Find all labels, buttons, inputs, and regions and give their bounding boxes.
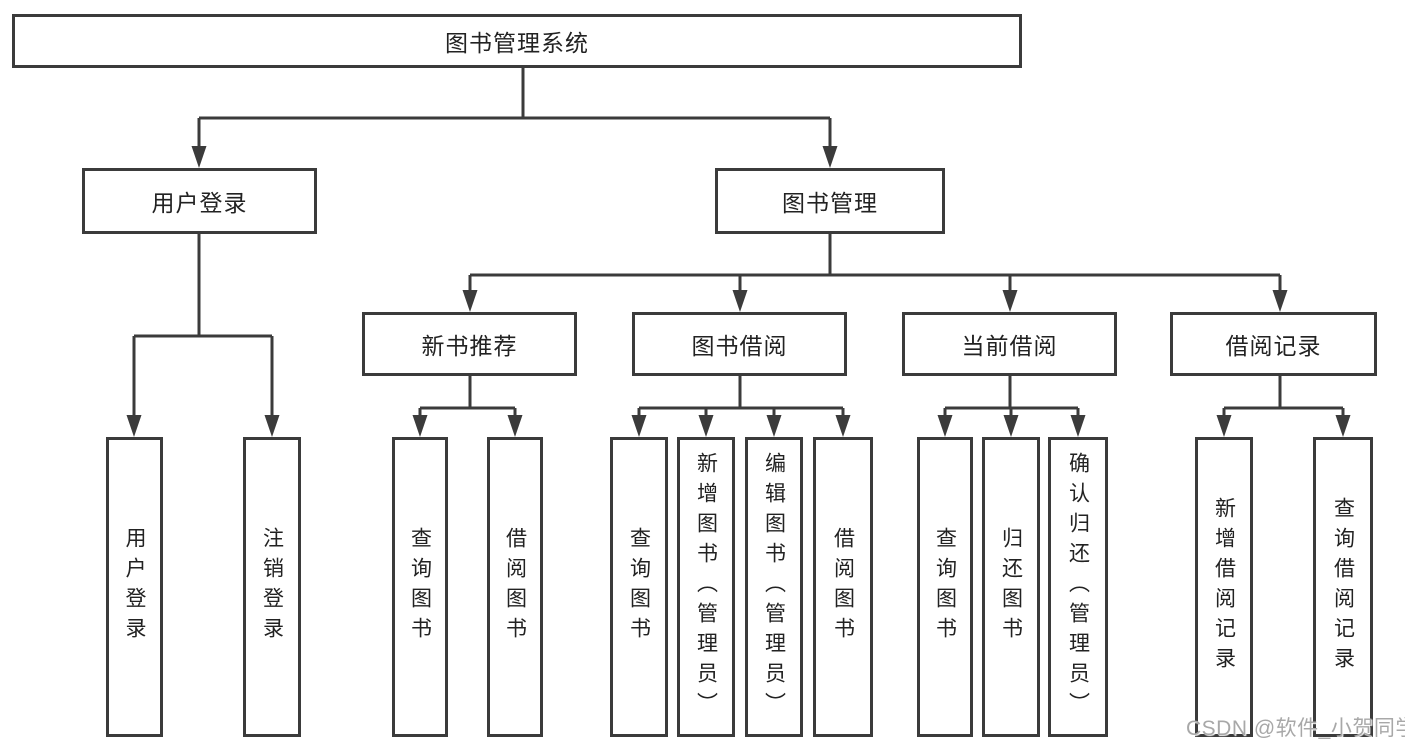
leaf-cb-query-books-label: 查询图书 [933, 527, 957, 647]
leaf-br-add-record: 新增借阅记录 [1195, 437, 1253, 737]
node-book-borrow-label: 图书借阅 [691, 333, 788, 359]
node-borrow-records-label: 借阅记录 [1225, 333, 1322, 359]
arrowheads-new-book-rec-group [412, 415, 523, 437]
arrowheads-book-borrow-group [631, 415, 851, 437]
node-current-borrow: 当前借阅 [902, 312, 1117, 376]
arrowheads-level3 [462, 290, 1288, 312]
leaf-rec-borrow-books: 借阅图书 [487, 437, 543, 737]
arrowheads-user-login-branch [126, 415, 280, 437]
node-current-borrow-label: 当前借阅 [961, 333, 1058, 359]
leaf-cb-return-books: 归还图书 [982, 437, 1040, 737]
leaf-logout-label: 注销登录 [260, 527, 284, 647]
leaf-bb-edit-books-admin-label: 编辑图书（管理员） [762, 452, 786, 722]
leaf-bb-query-books: 查询图书 [610, 437, 668, 737]
leaf-logout: 注销登录 [243, 437, 301, 737]
node-new-book-recommend: 新书推荐 [362, 312, 577, 376]
node-new-book-recommend-label: 新书推荐 [421, 333, 518, 359]
leaf-br-query-record-label: 查询借阅记录 [1331, 497, 1355, 677]
connector-book-mgmt-to-level3 [468, 234, 1282, 294]
node-book-management-label: 图书管理 [782, 190, 878, 216]
connector-current-borrow-group [943, 376, 1080, 419]
leaf-br-add-record-label: 新增借阅记录 [1212, 497, 1236, 677]
node-user-login-label: 用户登录 [151, 190, 248, 216]
leaf-bb-edit-books-admin: 编辑图书（管理员） [745, 437, 803, 737]
connector-book-borrow-group [637, 376, 845, 419]
node-borrow-records: 借阅记录 [1170, 312, 1377, 376]
arrowheads-borrow-records-group [1216, 415, 1351, 437]
arrowheads-current-borrow-group [937, 415, 1086, 437]
leaf-bb-add-books-admin-label: 新增图书（管理员） [694, 452, 718, 722]
leaf-cb-query-books: 查询图书 [917, 437, 973, 737]
leaf-br-query-record: 查询借阅记录 [1313, 437, 1373, 737]
node-root-system-label: 图书管理系统 [445, 30, 589, 56]
csdn-watermark: CSDN @软件_小贺同学 [1186, 717, 1405, 740]
leaf-user-login: 用户登录 [106, 437, 163, 737]
leaf-rec-borrow-books-label: 借阅图书 [503, 527, 527, 647]
leaf-bb-borrow-books-label: 借阅图书 [831, 527, 855, 647]
node-book-borrow: 图书借阅 [632, 312, 847, 376]
node-root-system: 图书管理系统 [12, 14, 1022, 68]
leaf-bb-query-books-label: 查询图书 [627, 527, 651, 647]
leaf-bb-borrow-books: 借阅图书 [813, 437, 873, 737]
leaf-cb-return-books-label: 归还图书 [999, 527, 1023, 647]
connector-root-to-level2 [197, 68, 832, 150]
leaf-rec-query-books: 查询图书 [392, 437, 448, 737]
leaf-rec-query-books-label: 查询图书 [408, 527, 432, 647]
node-book-management: 图书管理 [715, 168, 945, 234]
leaf-user-login-label: 用户登录 [123, 527, 146, 647]
arrowheads-level2 [191, 146, 838, 168]
connector-new-book-rec-group [418, 376, 517, 419]
connector-borrow-records-group [1222, 376, 1345, 419]
leaf-cb-confirm-return-admin: 确认归还（管理员） [1048, 437, 1108, 737]
leaf-cb-confirm-return-admin-label: 确认归还（管理员） [1066, 452, 1090, 722]
node-user-login: 用户登录 [82, 168, 317, 234]
leaf-bb-add-books-admin: 新增图书（管理员） [677, 437, 735, 737]
connector-user-login-branch [132, 234, 274, 419]
